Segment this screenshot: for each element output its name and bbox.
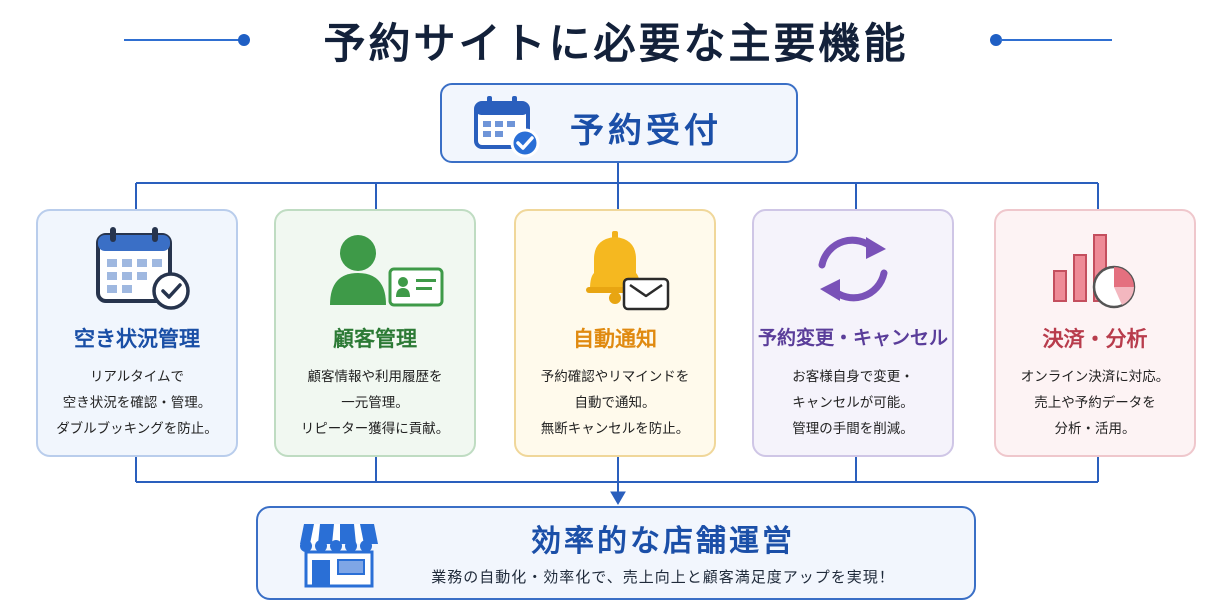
efficient-operation-box: 効率的な店舗運営 業務の自動化・効率化で、売上向上と顧客満足度アップを実現！ [256,506,976,600]
feature-title: 決済・分析 [1042,327,1148,351]
customer-card-icon [330,235,444,307]
feature-title: 顧客管理 [333,327,417,351]
feature-description: 顧客情報や利用履歴を 一元管理。 リピーター獲得に貢献。 [300,369,450,437]
down-arrow-icon [610,491,626,505]
title-right-line [1000,39,1112,41]
calendar-check-icon [474,96,540,158]
feature-description: お客様自身で変更・ キャンセルが可能。 管理の手間を削減。 [792,369,914,437]
efficient-operation-title: 効率的な店舗運営 [531,524,795,559]
title-left-dot [238,34,250,46]
refresh-arrows-icon [818,236,888,302]
feature-card-change-cancel: 予約変更・キャンセル お客様自身で変更・ キャンセルが可能。 管理の手間を削減。 [752,209,954,457]
reservation-label: 予約受付 [570,111,722,151]
calendar-check-icon [96,227,190,310]
page-title: 予約サイトに必要な主要機能 [323,19,909,68]
feature-card-notifications: 自動通知 予約確認やリマインドを 自動で通知。 無断キャンセルを防止。 [514,209,716,457]
feature-description: リアルタイムで 空き状況を確認・管理。 ダブルブッキングを防止。 [56,369,218,437]
feature-title: 予約変更・キャンセル [757,327,948,349]
feature-card-availability: 空き状況管理 リアルタイムで 空き状況を確認・管理。 ダブルブッキングを防止。 [36,209,238,457]
feature-title: 空き状況管理 [74,327,200,351]
feature-card-payment-analysis: 決済・分析 オンライン決済に対応。 売上や予約データを 分析・活用。 [994,209,1196,457]
feature-description: 予約確認やリマインドを 自動で通知。 無断キャンセルを防止。 [540,369,690,437]
efficient-operation-subtitle: 業務の自動化・効率化で、売上向上と顧客満足度アップを実現！ [431,568,895,586]
reservation-box: 予約受付 [440,83,798,163]
title-left-line [124,39,242,41]
bell-mail-icon [586,231,670,311]
title-right-dot [990,34,1002,46]
feature-description: オンライン決済に対応。 売上や予約データを 分析・活用。 [1020,369,1170,437]
bar-pie-chart-icon [1053,234,1136,309]
feature-card-customers: 顧客管理 顧客情報や利用履歴を 一元管理。 リピーター獲得に貢献。 [274,209,476,457]
feature-title: 自動通知 [573,327,657,351]
header: 予約サイトに必要な主要機能 [0,0,1232,92]
storefront-icon [300,524,378,588]
